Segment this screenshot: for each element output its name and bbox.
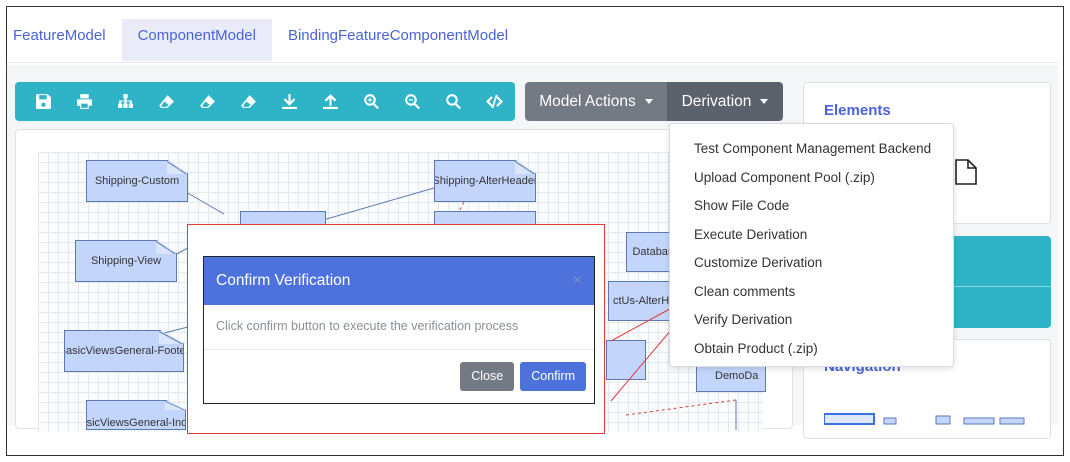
menu-item-test-component-backend[interactable]: Test Component Management Backend bbox=[694, 141, 932, 156]
diagram-node[interactable]: Shipping-View bbox=[75, 240, 177, 282]
diagram-toolbar bbox=[15, 82, 515, 121]
hierarchy-icon[interactable] bbox=[105, 82, 146, 121]
close-icon[interactable]: × bbox=[572, 272, 582, 289]
diagram-node[interactable]: Shipping-AlterHeader bbox=[434, 160, 536, 202]
diagram-node[interactable]: Shipping-Custom bbox=[86, 160, 188, 202]
diagram-node[interactable]: BasicViewsGeneral-Index bbox=[86, 400, 186, 430]
eraser-icon[interactable] bbox=[187, 82, 228, 121]
confirm-verification-modal: Confirm Verification × Click confirm but… bbox=[203, 256, 595, 404]
elements-title: Elements bbox=[824, 102, 891, 119]
eraser-icon[interactable] bbox=[228, 82, 269, 121]
modal-message: Click confirm button to execute the veri… bbox=[204, 305, 594, 350]
model-actions-label: Model Actions bbox=[539, 92, 636, 110]
print-icon[interactable] bbox=[64, 82, 105, 121]
model-actions-button[interactable]: Model Actions bbox=[525, 82, 667, 121]
menu-item-customize-derivation[interactable]: Customize Derivation bbox=[694, 255, 823, 270]
menu-item-verify-derivation[interactable]: Verify Derivation bbox=[694, 312, 793, 327]
modal-footer: Close Confirm bbox=[204, 350, 594, 402]
caret-down-icon bbox=[644, 99, 653, 104]
file-icon[interactable] bbox=[954, 159, 978, 185]
close-button[interactable]: Close bbox=[460, 361, 515, 391]
modal-title: Confirm Verification bbox=[216, 272, 351, 289]
download-icon[interactable] bbox=[269, 82, 310, 121]
confirm-button[interactable]: Confirm bbox=[520, 361, 586, 391]
upload-icon[interactable] bbox=[310, 82, 351, 121]
modal-header: Confirm Verification × bbox=[204, 257, 594, 305]
model-tabs: FeatureModel ComponentModel BindingFeatu… bbox=[7, 19, 1059, 63]
tab-component-model[interactable]: ComponentModel bbox=[121, 19, 272, 61]
zoom-out-icon[interactable] bbox=[392, 82, 433, 121]
search-icon[interactable] bbox=[433, 82, 474, 121]
tab-feature-model[interactable]: FeatureModel bbox=[13, 27, 106, 44]
diagram-node[interactable] bbox=[606, 340, 646, 380]
menu-item-show-file-code[interactable]: Show File Code bbox=[694, 198, 790, 213]
derivation-dropdown-menu: Test Component Management Backend Upload… bbox=[669, 123, 954, 367]
zoom-in-icon[interactable] bbox=[351, 82, 392, 121]
derivation-button[interactable]: Derivation bbox=[667, 82, 783, 121]
menu-item-obtain-product[interactable]: Obtain Product (.zip) bbox=[694, 340, 818, 356]
code-icon[interactable] bbox=[474, 82, 515, 121]
diagram-node[interactable]: BasicViewsGeneral-Footer bbox=[64, 330, 184, 372]
tab-binding-feature-component-model[interactable]: BindingFeatureComponentModel bbox=[287, 27, 509, 44]
save-icon[interactable] bbox=[23, 82, 64, 121]
derivation-label: Derivation bbox=[681, 92, 752, 110]
eraser-icon[interactable] bbox=[146, 82, 187, 121]
caret-down-icon bbox=[760, 99, 769, 104]
navigation-minimap[interactable] bbox=[824, 412, 1034, 432]
menu-item-clean-comments[interactable]: Clean comments bbox=[694, 283, 796, 299]
menu-item-execute-derivation[interactable]: Execute Derivation bbox=[694, 226, 808, 242]
menu-item-upload-component-pool[interactable]: Upload Component Pool (.zip) bbox=[694, 169, 875, 185]
